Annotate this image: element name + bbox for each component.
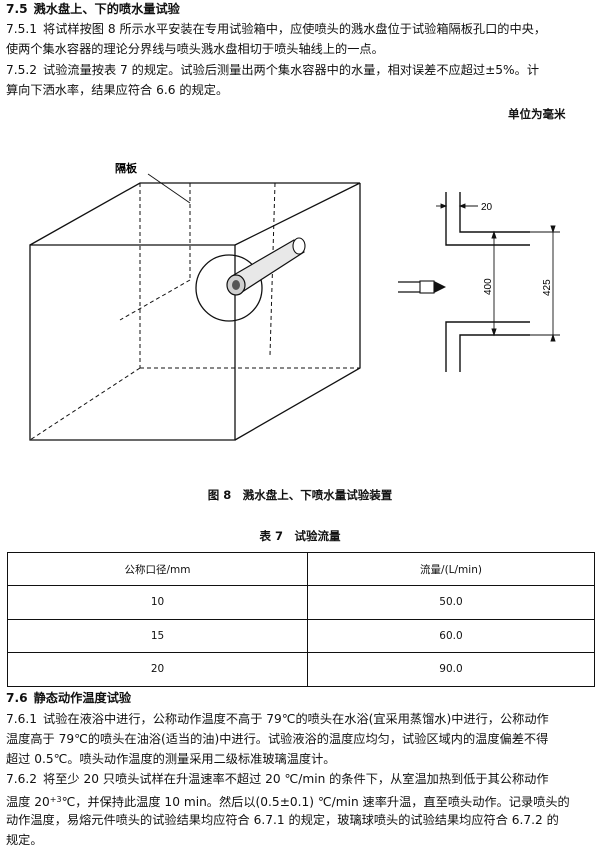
test-box <box>29 182 361 441</box>
paragraph-7-5-2-line-1: 7.5.2 试验流量按表 7 的规定。试验后测量出两个集水容器中的水量，相对误差不… <box>6 62 539 78</box>
section-number: 7.5 <box>6 2 28 16</box>
dimension-400 <box>491 230 497 337</box>
section-title: 溅水盘上、下的喷水量试验 <box>33 2 180 16</box>
paragraph-text: 将试样按图 8 所示水平安装在专用试验箱中，应使喷头的溅水盘位于试验箱隔板孔口的… <box>43 22 547 36</box>
paragraph-text: 温度 20 <box>6 795 50 809</box>
cell-flow: 90.0 <box>307 652 595 687</box>
paragraph-7-5-1-line-1: 7.5.1 将试样按图 8 所示水平安装在专用试验箱中，应使喷头的溅水盘位于试验箱… <box>6 21 546 37</box>
paragraph-7-6-2-line-3: 动作温度，易熔元件喷头的试验结果均应符合 6.7.1 的规定，玻璃球喷头的试验结… <box>6 813 559 827</box>
paragraph-7-5-1-line-2: 使两个集水容器的理论分界线与喷头溅水盘相切于喷头轴线上的一点。 <box>6 42 384 56</box>
temperature-tolerance: +3 <box>49 795 62 804</box>
clause-number: 7.6.2 <box>6 772 38 786</box>
table-row: 10 50.0 <box>7 585 595 620</box>
cell-flow: 60.0 <box>307 618 595 653</box>
partition-hole <box>195 254 263 322</box>
section-heading-7-5: 7.5 溅水盘上、下的喷水量试验 <box>6 1 180 17</box>
paragraph-text: 试验在液浴中进行，公称动作温度不高于 79℃的喷头在水浴(宜采用蒸馏水)中进行，… <box>43 712 549 726</box>
cell-diameter: 10 <box>7 585 308 620</box>
dimension-20 <box>436 203 478 209</box>
paragraph-7-6-1-line-2: 温度高于 79℃的喷头在油浴(适当的油)中进行。试验液浴的温度应均匀，试验区域内… <box>6 732 549 746</box>
paragraph-text: ℃，并保持此温度 10 min。然后以(0.5±0.1) ℃/min 速率升温，… <box>61 795 570 809</box>
column-header-flow: 流量/(L/min) <box>307 552 595 586</box>
clause-number: 7.5.1 <box>6 22 38 36</box>
dim-label-20: 20 <box>481 202 493 213</box>
cell-flow: 50.0 <box>307 585 595 620</box>
section-number: 7.6 <box>6 691 28 705</box>
detail-sprinkler <box>398 280 446 294</box>
paragraph-7-6-2-line-4: 规定。 <box>6 833 43 847</box>
table-title: 表 7 试验流量 <box>259 529 341 543</box>
cell-diameter: 15 <box>7 618 308 653</box>
detail-deflector <box>434 281 446 293</box>
table-row: 15 60.0 <box>7 618 595 653</box>
sprinkler-pipe <box>226 237 306 296</box>
box-top-face <box>29 182 361 246</box>
partition-label: 隔板 <box>115 161 138 175</box>
clause-number: 7.5.2 <box>6 63 38 77</box>
section-heading-7-6: 7.6 静态动作温度试验 <box>6 690 131 706</box>
paragraph-text: 将至少 20 只喷头试样在升温速率不超过 20 ℃/min 的条件下，从室温加热… <box>43 772 549 786</box>
column-header-diameter: 公称口径/mm <box>7 552 308 586</box>
figure-8-test-apparatus: 20 400 425 隔板 <box>29 161 560 441</box>
section-title: 静态动作温度试验 <box>33 691 132 705</box>
box-front-face <box>29 244 236 441</box>
unit-note: 单位为毫米 <box>508 107 566 121</box>
dim-label-425: 425 <box>542 279 553 296</box>
paragraph-7-6-1-line-3: 超过 0.5℃。喷头动作温度的测量采用二级标准玻璃温度计。 <box>6 752 336 766</box>
paragraph-7-6-2-line-1: 7.6.2 将至少 20 只喷头试样在升温速率不超过 20 ℃/min 的条件下，… <box>6 771 549 787</box>
dimension-425 <box>530 225 560 342</box>
table-row: 20 90.0 <box>7 652 595 687</box>
table-header-row: 公称口径/mm 流量/(L/min) <box>7 552 595 586</box>
paragraph-7-6-2-line-2: 温度 20+3℃，并保持此温度 10 min。然后以(0.5±0.1) ℃/mi… <box>6 792 570 810</box>
paragraph-7-5-2-line-2: 算向下洒水率，结果应符合 6.6 的规定。 <box>6 83 229 97</box>
paragraph-text: 试验流量按表 7 的规定。试验后测量出两个集水容器中的水量，相对误差不应超过±5… <box>43 63 540 77</box>
box-hidden-edges <box>29 183 360 441</box>
figure-caption: 图 8 溅水盘上、下喷水量试验装置 <box>207 488 393 502</box>
clause-number: 7.6.1 <box>6 712 38 726</box>
dim-label-400: 400 <box>483 278 494 295</box>
paragraph-7-6-1-line-1: 7.6.1 试验在液浴中进行，公称动作温度不高于 79℃的喷头在水浴(宜采用蒸馏水… <box>6 711 549 727</box>
partition-leader-line <box>147 173 191 204</box>
flow-table: 公称口径/mm 流量/(L/min) 10 50.0 15 60.0 20 90… <box>7 552 595 687</box>
section-detail <box>445 192 530 372</box>
box-right-face <box>234 183 361 441</box>
cell-diameter: 20 <box>7 652 308 687</box>
